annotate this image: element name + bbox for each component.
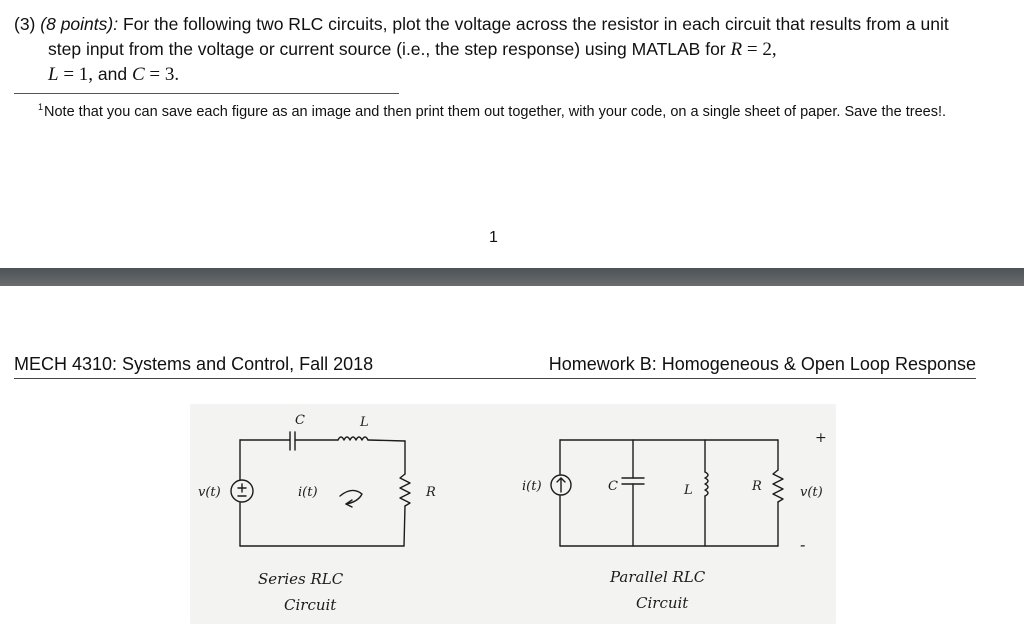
footnote-text: Note that you can save each figure as an… [44,104,947,120]
series-inductor-coil [337,436,369,441]
series-source-signs [237,483,247,497]
series-capacitor-plates [289,431,296,451]
series-voltage-source [230,479,254,503]
page-1: (3) (8 points): For the following two RL… [0,0,1024,268]
series-c-label: C [295,413,305,428]
parallel-minus-sign: - [800,535,805,554]
r-symbol: R [730,39,743,60]
page-2: MECH 4310: Systems and Control, Fall 201… [0,286,1024,636]
footnote: 1Note that you can save each figure as a… [14,97,980,122]
l-value: = 1, [58,64,94,85]
series-caption-1: Series RLC [258,570,344,588]
parallel-inductor-coil [704,471,709,497]
c-value: = 3. [144,64,180,85]
parallel-capacitor-plates [621,477,645,485]
series-wire-right-lower [403,505,406,547]
parallel-l-label: L [683,483,693,498]
problem-text: (3) (8 points): For the following two RL… [14,12,980,87]
problem-line-2: from a unit step input from the voltage … [48,14,949,59]
series-r-label: R [425,485,436,500]
footnote-mark: 1 [38,102,44,112]
r-value: = 2, [742,39,777,60]
header-rule [14,378,976,379]
problem-number: (3) [14,14,36,34]
header-assignment: Homework B: Homogeneous & Open Loop Resp… [548,354,976,374]
header-course: MECH 4310: Systems and Control, Fall 201… [14,354,374,374]
series-resistor-zigzag [399,473,411,507]
series-wire-top-right [367,439,406,442]
circuit-sketch: C L R v(t) i(t) Series RLC Circuit i(t) … [190,404,836,624]
parallel-source-label: i(t) [522,479,542,494]
series-circuit [230,431,411,547]
problem-statement: (3) (8 points): For the following two RL… [14,12,980,87]
parallel-circuit [550,439,784,547]
series-caption-2: Circuit [284,596,337,614]
series-l-label: L [359,415,369,430]
series-source-label: v(t) [198,485,221,500]
circuits-drawing: C L R v(t) i(t) Series RLC Circuit i(t) … [198,413,827,614]
parallel-c-label: C [608,479,618,494]
parallel-current-source [550,474,572,496]
parallel-r-label: R [751,479,762,494]
parallel-caption-2: Circuit [636,594,689,612]
series-current-arrowhead [345,499,353,508]
problem-line-1: For the following two RLC circuits, plot… [122,14,862,34]
page-divider [0,268,1024,286]
parallel-v-label: v(t) [800,485,823,500]
series-current-label: i(t) [298,485,318,500]
footnote-rule [14,93,399,94]
problem-points: (8 points): [40,14,119,34]
parallel-plus-sign: + [815,430,827,446]
parallel-source-arrow [556,477,566,493]
l-symbol: L [48,64,59,85]
and-text: and [93,64,132,84]
page-number: 1 [489,229,498,246]
c-symbol: C [131,64,145,85]
parallel-resistor-zigzag [772,469,784,503]
series-current-arrow [339,489,363,505]
parallel-caption-1: Parallel RLC [609,568,706,586]
